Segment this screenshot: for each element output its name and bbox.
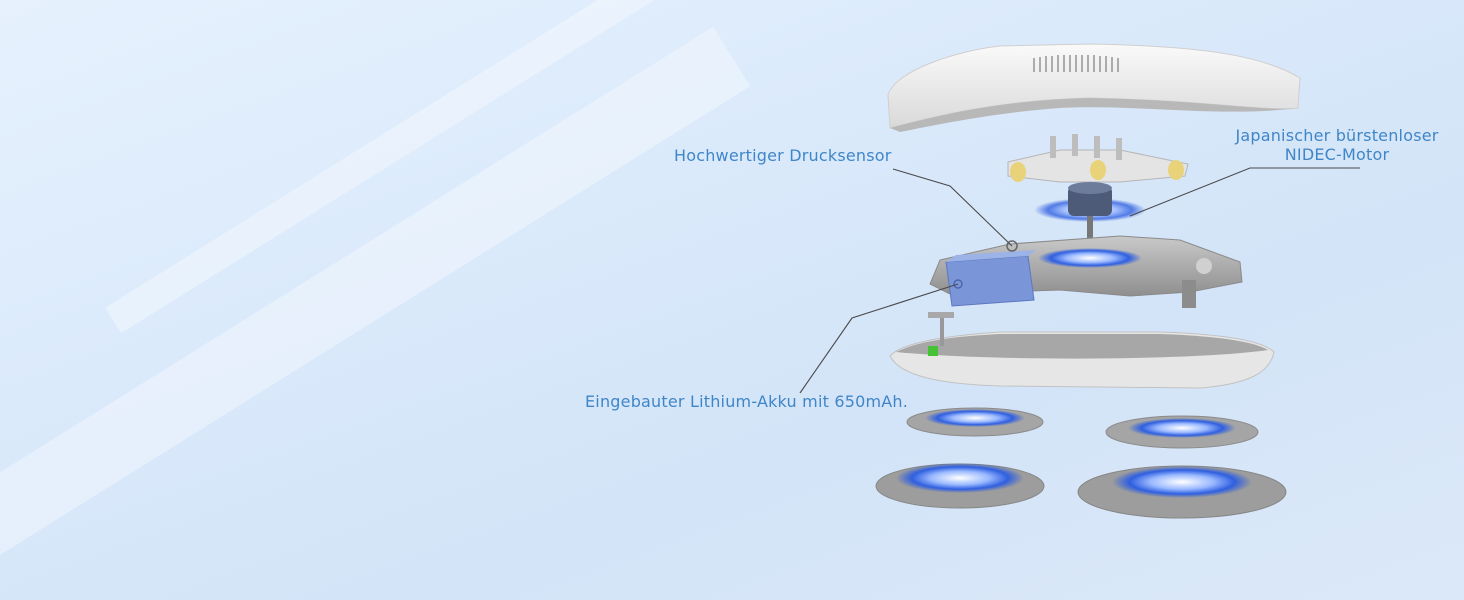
lower-housing (889, 312, 1275, 389)
top-cover (887, 43, 1301, 132)
leader-line-pressure-sensor (892, 168, 1013, 247)
label-motor: Japanischer bürstenloser NIDEC-Motor (1234, 126, 1440, 164)
cutter-head-left (875, 407, 1045, 509)
leader-line-battery (799, 283, 959, 394)
label-motor-line1: Japanischer bürstenloser (1235, 126, 1439, 145)
label-motor-line2: NIDEC-Motor (1284, 145, 1390, 164)
pressure-sensor (1006, 240, 1018, 252)
label-battery: Eingebauter Lithium-Akku mit 650mAh. (585, 392, 909, 411)
cutter-head-right (1077, 415, 1287, 519)
motor (1034, 182, 1146, 250)
battery-block (945, 250, 1036, 307)
label-pressure-sensor: Hochwertiger Drucksensor (674, 146, 892, 165)
leader-line-motor (1129, 167, 1360, 217)
motor-mount-plate (1007, 134, 1189, 183)
